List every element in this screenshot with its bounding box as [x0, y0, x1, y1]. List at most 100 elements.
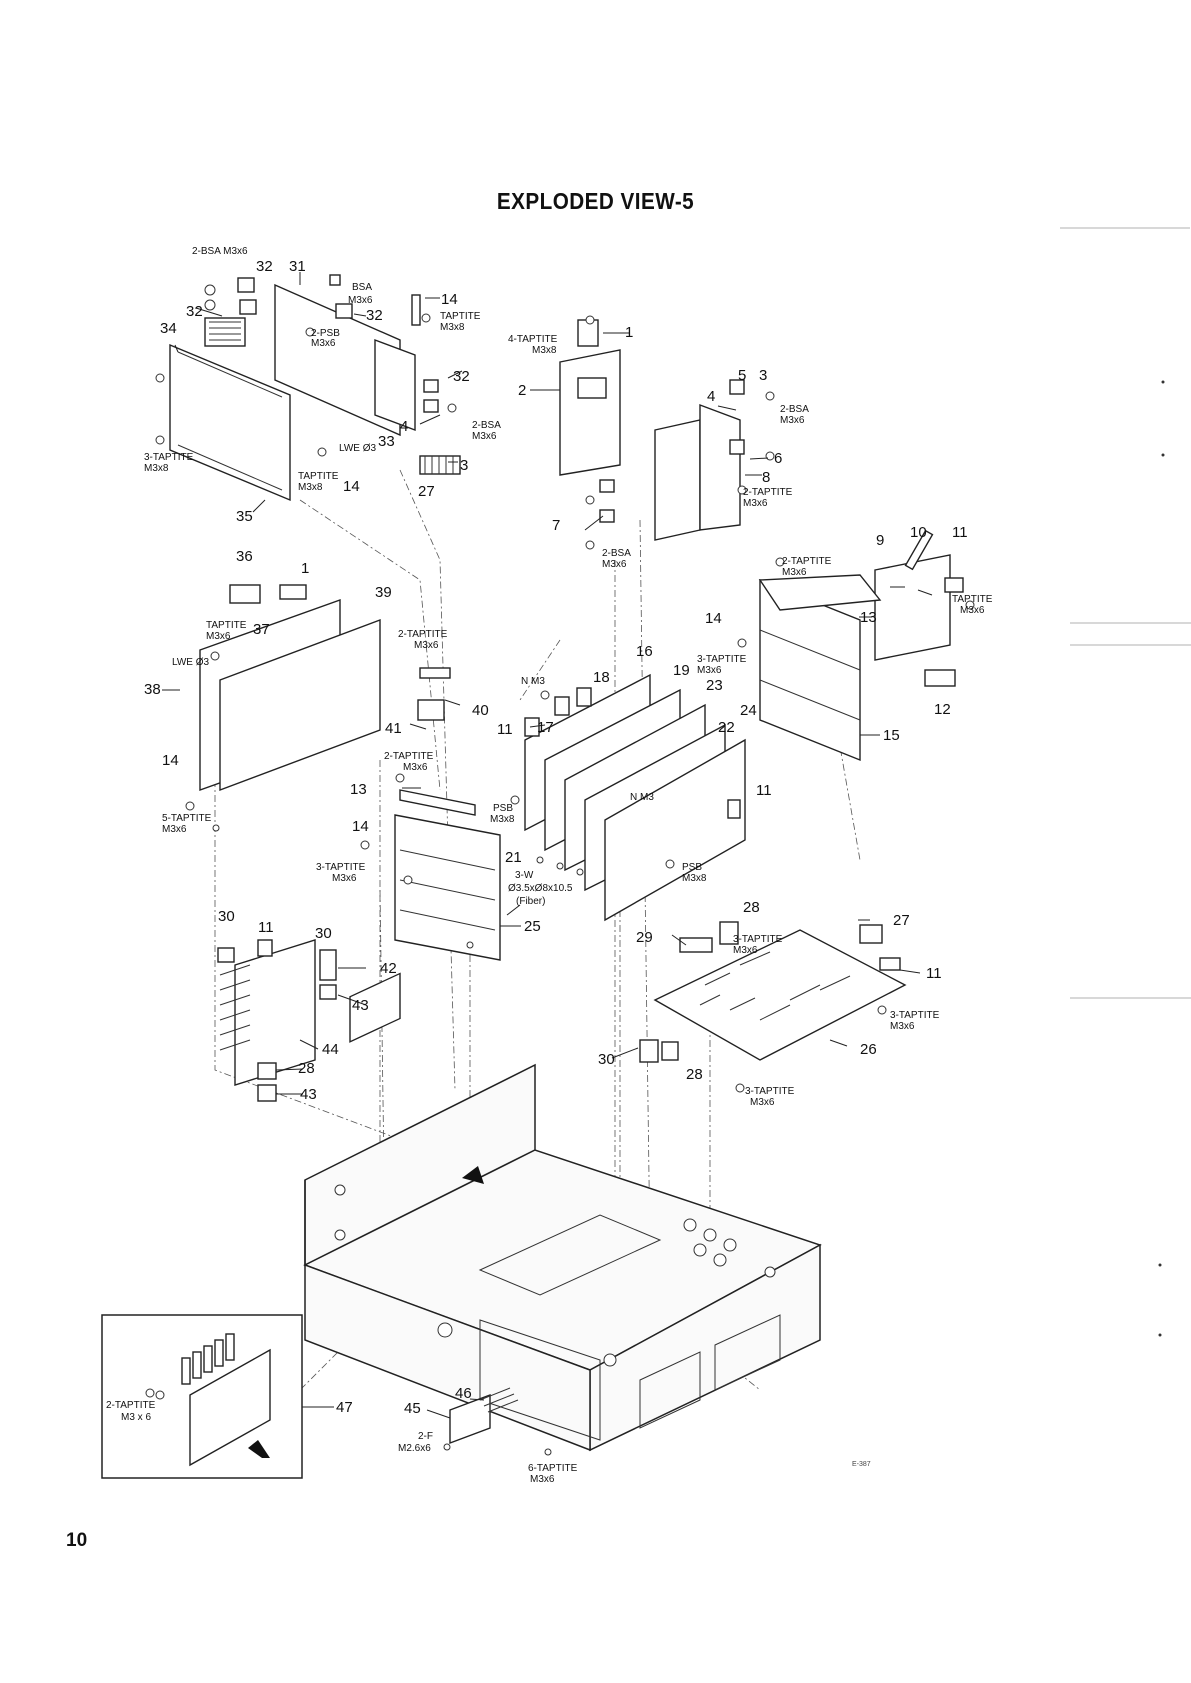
callout-33: 33 [378, 433, 395, 450]
top-right-bracket-assembly [559, 315, 775, 550]
callout-37: 37 [253, 621, 270, 638]
callout-26: 26 [860, 1041, 877, 1058]
callout-22: 22 [718, 719, 735, 736]
callout-10: 10 [910, 524, 927, 541]
callout-27: 27 [893, 912, 910, 929]
label-washer-spec: Ø3.5xØ8x10.5 [508, 883, 573, 894]
label-3-taptite: 3-TAPTITE [733, 934, 783, 945]
callout-11: 11 [497, 721, 513, 738]
label-m3x6: M3x6 [311, 338, 336, 349]
callout-8: 8 [762, 469, 770, 486]
callout-14: 14 [441, 291, 458, 308]
callout-28: 28 [686, 1066, 703, 1083]
label-2-taptite: 2-TAPTITE [782, 556, 832, 567]
callout-34: 34 [160, 320, 177, 337]
label-m3x8: M3x8 [144, 463, 169, 474]
callout-11: 11 [926, 965, 942, 982]
label-2-f: 2-F [418, 1431, 433, 1442]
callout-13: 13 [860, 609, 877, 626]
callout-41: 41 [385, 720, 402, 737]
callout-14: 14 [343, 478, 360, 495]
label-m3x8: M3x8 [298, 482, 323, 493]
page-title: EXPLODED VIEW-5 [496, 188, 695, 214]
callout-11: 11 [756, 782, 772, 799]
label-m3x6: M3x6 [530, 1474, 555, 1485]
callout-32: 32 [186, 303, 203, 320]
callout-39: 39 [375, 584, 392, 601]
callout-3: 3 [460, 457, 468, 474]
label-m3x6: M3x6 [162, 824, 187, 835]
label-3-w: 3-W [515, 870, 534, 881]
callout-28: 28 [298, 1060, 315, 1077]
label-m3x6: M3x6 [602, 559, 627, 570]
label-5-taptite: 5-TAPTITE [162, 813, 212, 824]
reference-code: E-387 [852, 1461, 871, 1468]
label-m3x6: M3x6 [414, 640, 439, 651]
callout-25: 25 [524, 918, 541, 935]
inset-detail-box [101, 1314, 303, 1479]
label-lwe: LWE Ø3 [172, 657, 209, 668]
label-m3x6: M3x6 [472, 431, 497, 442]
label-3-taptite: 3-TAPTITE [890, 1010, 940, 1021]
label-2-psb: 2-PSB [311, 328, 340, 339]
lower-right-main-pcb [639, 921, 907, 1093]
leader-lines [162, 272, 933, 1419]
label-taptite: TAPTITE [298, 471, 339, 482]
callout-29: 29 [636, 929, 653, 946]
callout-38: 38 [144, 681, 161, 698]
label-taptite: TAPTITE [440, 311, 481, 322]
label-2-bsa: 2-BSA [780, 404, 809, 415]
callout-4: 4 [707, 388, 715, 405]
callout-13: 13 [350, 781, 367, 798]
label-2-bsa: 2-BSA [602, 548, 631, 559]
callout-1: 1 [301, 560, 309, 577]
callout-24: 24 [740, 702, 757, 719]
callout-44: 44 [322, 1041, 339, 1058]
label-n-m3: N M3 [521, 676, 545, 687]
callout-45: 45 [404, 1400, 421, 1417]
callout-2: 2 [518, 382, 526, 399]
page-number: 10 [66, 1530, 88, 1551]
label-m3x6: M3x6 [890, 1021, 915, 1032]
callout-30: 30 [218, 908, 235, 925]
label-n-m3: N M3 [630, 792, 654, 803]
callout-14: 14 [162, 752, 179, 769]
callout-40: 40 [472, 702, 489, 719]
label-m3x6: M3x6 [733, 945, 758, 956]
label-m3x6: M3x6 [960, 605, 985, 616]
callout-17: 17 [537, 719, 554, 736]
callout-32: 32 [453, 368, 470, 385]
lower-left-connector-board [217, 939, 337, 1102]
label-m3x8: M3x8 [490, 814, 515, 825]
label-m3x6: M3x6 [332, 873, 357, 884]
label-m3x6: M3x6 [743, 498, 768, 509]
callout-32: 32 [366, 307, 383, 324]
callout-30: 30 [315, 925, 332, 942]
label-3-taptite: 3-TAPTITE [745, 1086, 795, 1097]
callout-11: 11 [952, 524, 968, 541]
main-chassis [303, 972, 822, 1452]
center-frame-assembly [360, 773, 501, 961]
callout-6: 6 [774, 450, 782, 467]
label-m3x6: M3x6 [697, 665, 722, 676]
callout-12: 12 [934, 701, 951, 718]
callout-9: 9 [876, 532, 884, 549]
top-left-bracket-assembly [155, 274, 461, 502]
label-m3x6: M3x6 [782, 567, 807, 578]
center-pcb-stack [510, 673, 746, 922]
label-taptite: TAPTITE [206, 620, 247, 631]
label-lwe: LWE Ø3 [339, 443, 376, 454]
callout-30: 30 [598, 1051, 615, 1068]
label-2-bsa-m3x6: 2-BSA M3x6 [192, 246, 248, 257]
callout-28: 28 [743, 899, 760, 916]
callout-47: 47 [336, 1399, 353, 1416]
callout-14: 14 [352, 818, 369, 835]
label-m3x6: M3x6 [780, 415, 805, 426]
label-fiber: (Fiber) [516, 896, 545, 907]
label-2-taptite: 2-TAPTITE [384, 751, 434, 762]
label-m3x6: M3x6 [348, 295, 373, 306]
callout-43: 43 [352, 997, 369, 1014]
label-m3x8: M3x8 [682, 873, 707, 884]
callout-21: 21 [505, 849, 522, 866]
